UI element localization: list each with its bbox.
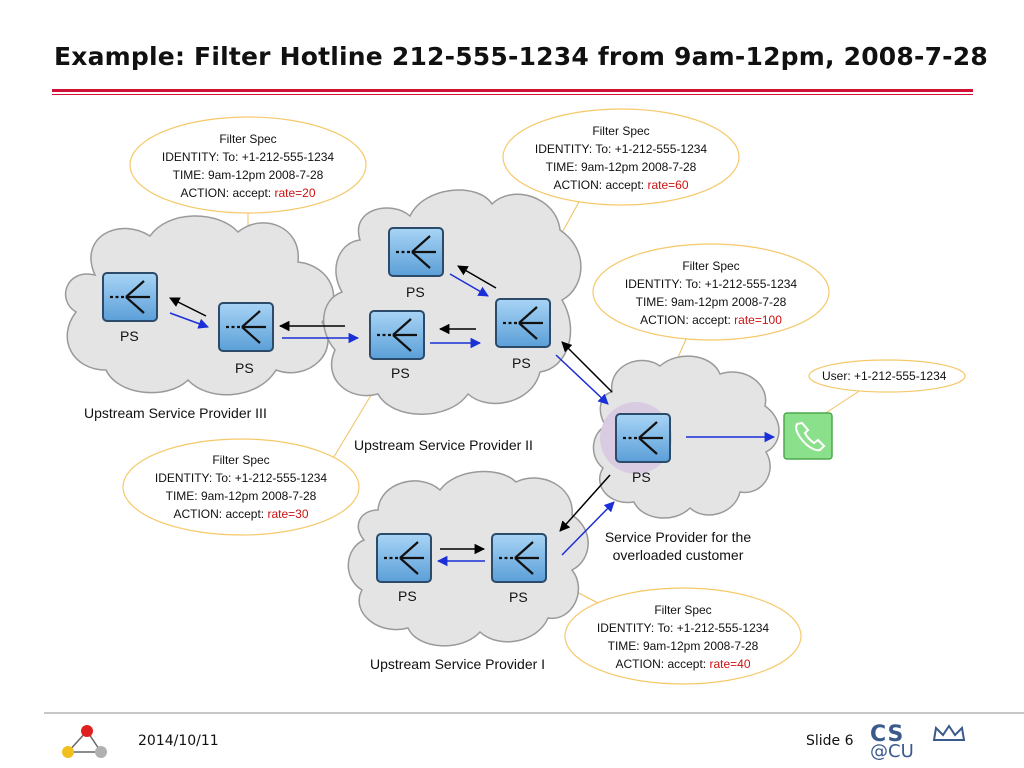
filter-spec-heading: Filter Spec <box>592 124 650 138</box>
ps-label: PS <box>120 328 139 344</box>
ps-node-i-b[interactable] <box>491 533 547 583</box>
customer-provider-line2: overloaded customer <box>612 547 744 563</box>
logo-cs-text: CS <box>870 722 905 747</box>
filter-spec-identity: IDENTITY: To: +1-212-555-1234 <box>624 277 798 291</box>
filter-spec-action-text: ACTION: accept: <box>640 313 731 327</box>
ps-node-ii-b[interactable] <box>369 310 425 360</box>
logo-cu-text: @CU <box>870 741 914 762</box>
footer-rule <box>44 712 1024 714</box>
slide-title: Example: Filter Hotline 212-555-1234 fro… <box>54 42 988 71</box>
filter-spec-time: TIME: 9am-12pm 2008-7-28 <box>172 168 324 182</box>
slide-number: Slide 6 <box>806 733 854 749</box>
filter-spec-time: TIME: 9am-12pm 2008-7-28 <box>545 160 697 174</box>
cloud-provider-i <box>347 470 589 647</box>
filter-spec-identity: IDENTITY: To: +1-212-555-1234 <box>161 150 335 164</box>
filter-spec-action: ACTION: accept: rate=20 <box>148 184 348 202</box>
crown-icon <box>932 724 966 741</box>
filter-spec-identity: IDENTITY: To: +1-212-555-1234 <box>596 621 770 635</box>
title-rule-thin <box>52 94 973 95</box>
filter-spec-callout: Filter Spec IDENTITY: To: +1-212-555-123… <box>611 257 811 329</box>
user-number-label: User: +1-212-555-1234 <box>822 369 947 383</box>
ps-label: PS <box>398 588 417 604</box>
title-rule <box>52 89 973 92</box>
filter-spec-rate: rate=30 <box>267 507 309 521</box>
filter-spec-action-text: ACTION: accept: <box>173 507 265 521</box>
ps-node-ii-a[interactable] <box>388 227 444 277</box>
filter-spec-identity: IDENTITY: To: +1-212-555-1234 <box>154 471 328 485</box>
traffic-arrows <box>169 265 776 567</box>
ps-node-i-a[interactable] <box>376 533 432 583</box>
ps-label: PS <box>509 589 528 605</box>
filter-spec-heading: Filter Spec <box>212 453 270 467</box>
slide-date: 2014/10/11 <box>138 733 219 749</box>
ps-label: PS <box>632 469 651 485</box>
filter-spec-callout: Filter Spec IDENTITY: To: +1-212-555-123… <box>521 122 721 194</box>
filter-spec-heading: Filter Spec <box>682 259 740 273</box>
filter-spec-action-text: ACTION: accept: <box>615 657 707 671</box>
filter-spec-action-text: ACTION: accept: <box>180 186 272 200</box>
ps-label: PS <box>235 360 254 376</box>
filter-spec-heading: Filter Spec <box>654 603 712 617</box>
filter-spec-callout: Filter Spec IDENTITY: To: +1-212-555-123… <box>141 451 341 523</box>
filter-spec-rate: rate=20 <box>274 186 316 200</box>
phone-icon[interactable] <box>783 412 833 460</box>
ps-label: PS <box>406 284 425 300</box>
cs-columbia-logo: CS @CU <box>870 722 970 762</box>
ps-node-iii-a[interactable] <box>102 272 158 322</box>
ps-label: PS <box>391 365 410 381</box>
filter-spec-rate: rate=40 <box>709 657 751 671</box>
customer-provider-label: Service Provider for the overloaded cust… <box>588 528 768 564</box>
provider-ii-label: Upstream Service Provider II <box>354 437 533 453</box>
filter-spec-identity: IDENTITY: To: +1-212-555-1234 <box>534 142 708 156</box>
filter-spec-time: TIME: 9am-12pm 2008-7-28 <box>165 489 317 503</box>
customer-provider-line1: Service Provider for the <box>604 529 752 545</box>
filter-spec-action-text: ACTION: accept: <box>553 178 645 192</box>
provider-i-label: Upstream Service Provider I <box>370 656 546 672</box>
filter-spec-action: ACTION: accept: rate=60 <box>521 176 721 194</box>
filter-spec-action: ACTION: accept: rate=30 <box>141 505 341 523</box>
filter-spec-rate: rate=60 <box>647 178 689 192</box>
ps-node-ii-c[interactable] <box>495 298 551 348</box>
filter-spec-callout: Filter Spec IDENTITY: To: +1-212-555-123… <box>148 130 348 202</box>
callout-bubbles <box>122 108 966 685</box>
provider-iii-label: Upstream Service Provider III <box>84 405 267 421</box>
irt-logo-icon <box>62 725 107 758</box>
filter-spec-action: ACTION: accept: rate=100 <box>611 311 811 329</box>
ps-node-customer[interactable] <box>615 413 671 463</box>
filter-spec-heading: Filter Spec <box>219 132 277 146</box>
filter-spec-callout: Filter Spec IDENTITY: To: +1-212-555-123… <box>583 601 783 673</box>
filter-spec-time: TIME: 9am-12pm 2008-7-28 <box>607 639 759 653</box>
ps-label: PS <box>512 355 531 371</box>
ps-node-iii-b[interactable] <box>218 302 274 352</box>
filter-spec-time: TIME: 9am-12pm 2008-7-28 <box>635 295 787 309</box>
filter-spec-action: ACTION: accept: rate=40 <box>583 655 783 673</box>
filter-spec-rate: rate=100 <box>734 313 782 327</box>
